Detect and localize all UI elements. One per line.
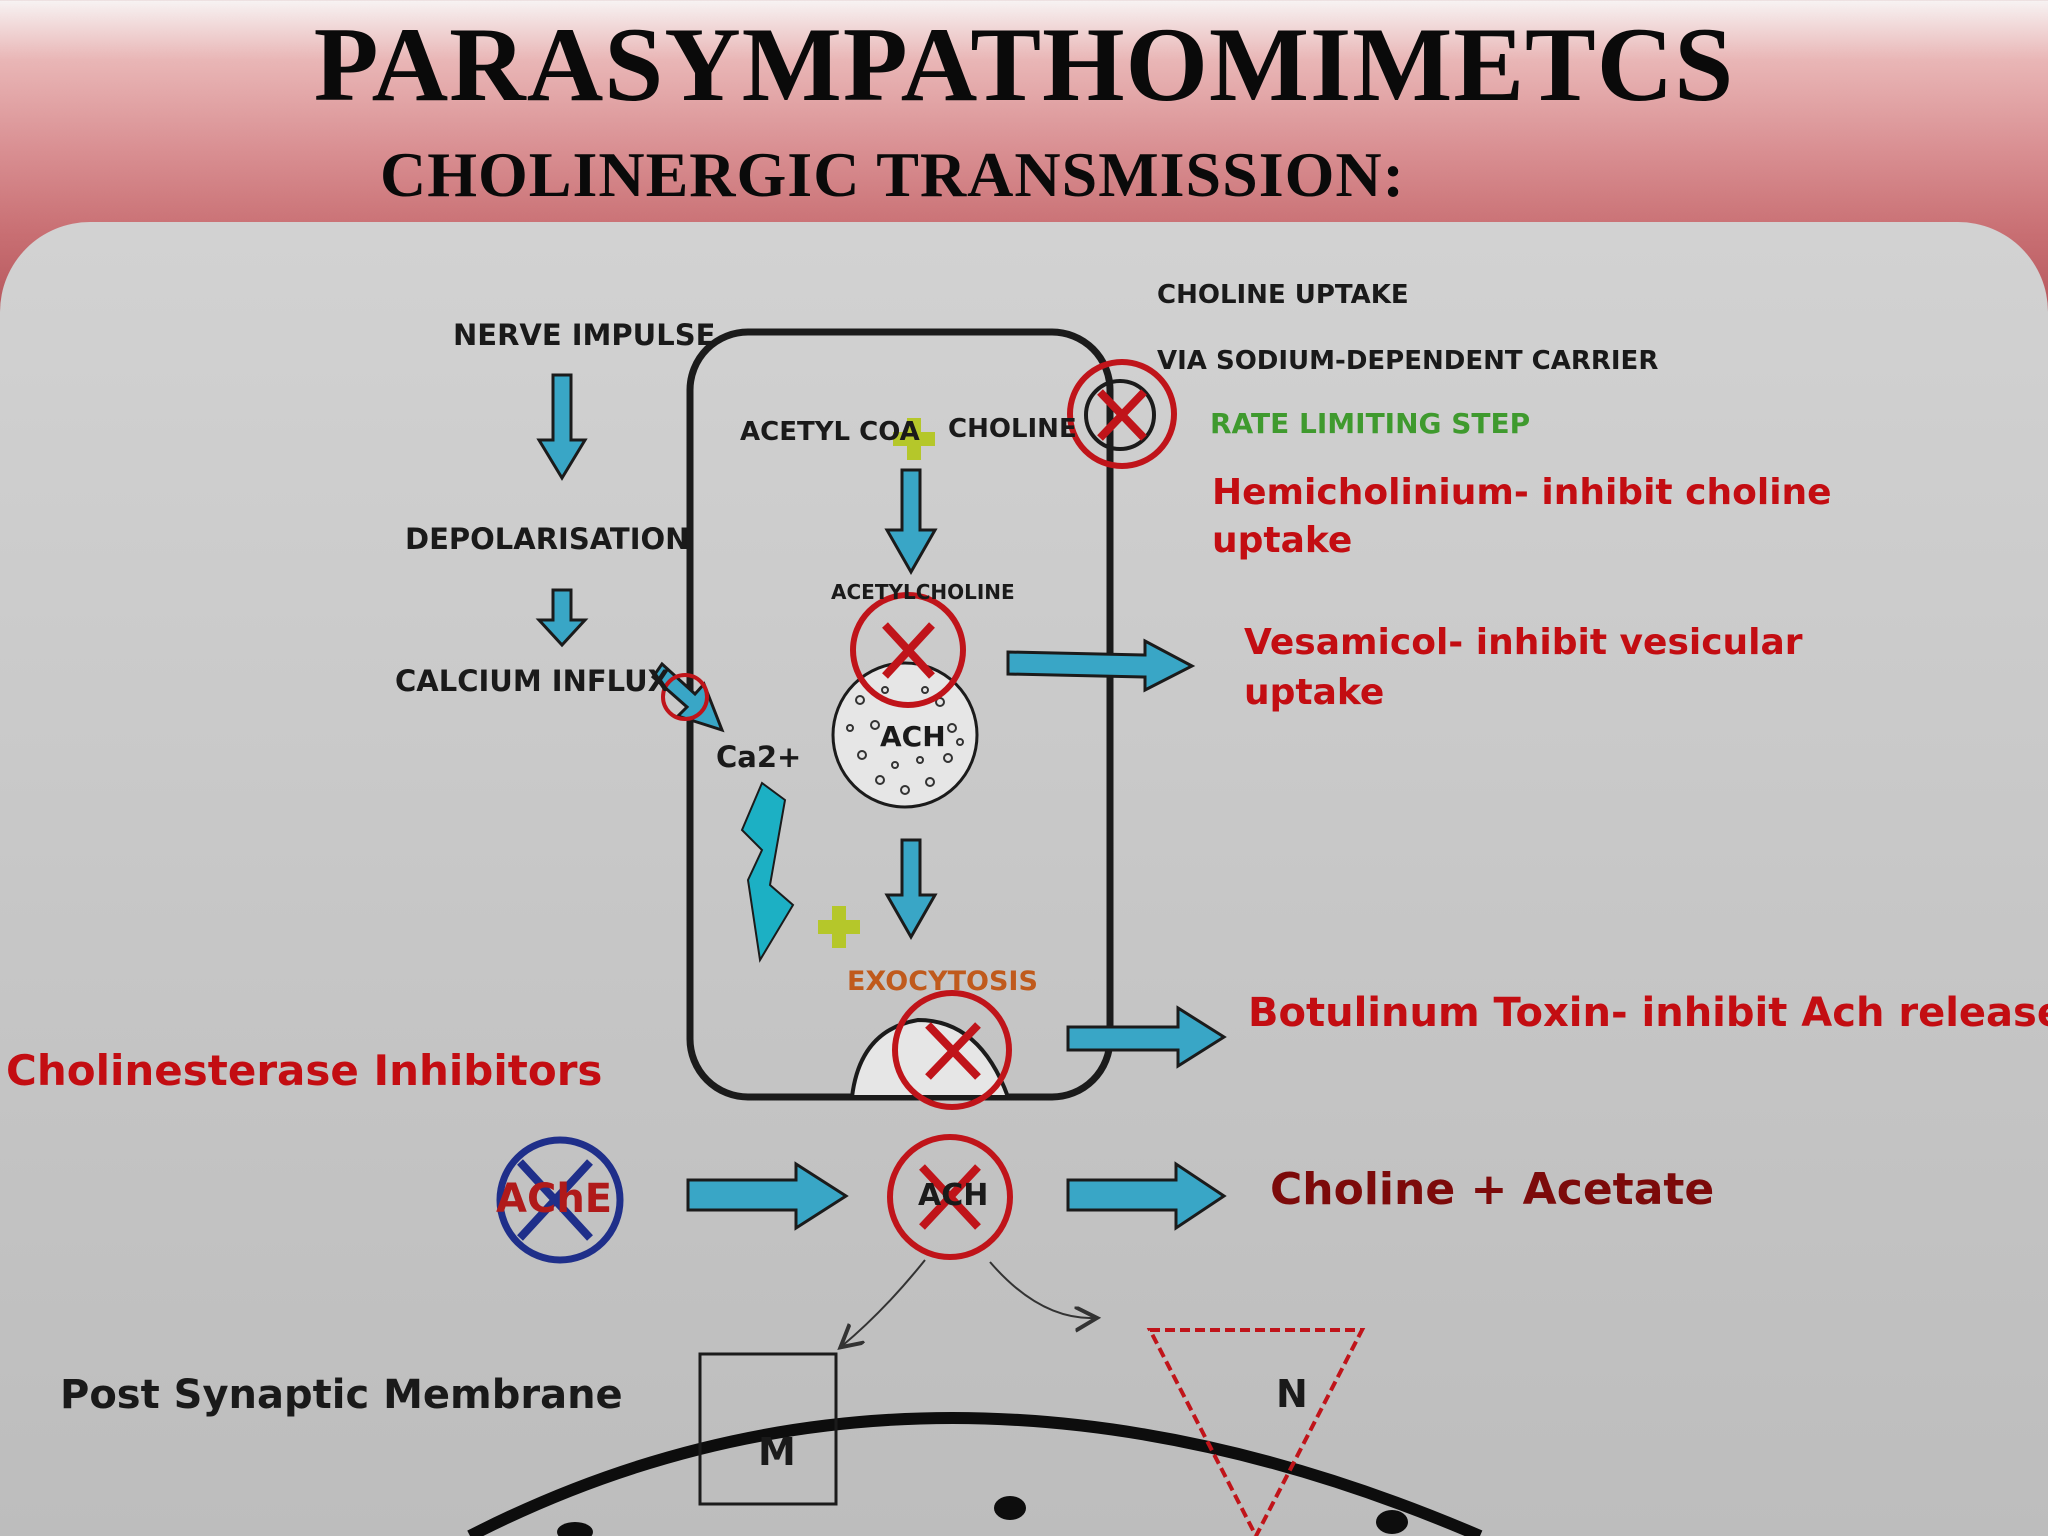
down-arrow-nerve [536,373,588,481]
label-choline: CHOLINE [948,414,1077,444]
label-choline-uptake: CHOLINE UPTAKE [1157,280,1409,310]
label-receptor-m: M [758,1430,796,1474]
slide-subtitle: CHOLINERGIC TRANSMISSION: [380,139,1405,210]
inhibit-choline-uptake [1067,359,1177,469]
label-hemicholinium-line1: Hemicholinium- inhibit choline [1212,472,1832,513]
label-vesamicol-line2: uptake [1244,672,1385,713]
plus-sign-1 [893,418,935,460]
label-botulinum: Botulinum Toxin- inhibit Ach release [1248,990,2048,1036]
label-choline-acetate: Choline + Acetate [1270,1164,1715,1215]
right-arrow-vesamicol [1006,638,1196,693]
inhibit-ach-release [892,990,1012,1110]
curve-arrow-n [989,1261,1095,1318]
label-ache: AChE [496,1176,613,1222]
post-synaptic-membrane [467,1412,1483,1536]
right-arrow-hydrolysis [686,1161,849,1231]
membrane-dot-3 [557,1522,593,1536]
calcium-zigzag [740,781,795,963]
label-cholinesterase-inhibitors: Cholinesterase Inhibitors [6,1046,603,1095]
ache-x [517,1159,593,1241]
plus-sign-2 [818,906,860,948]
label-acetyl-coa: ACETYL COA [740,417,920,447]
ache-circle [496,1136,624,1264]
down-arrow-release [884,838,938,941]
label-carrier: VIA SODIUM-DEPENDENT CARRIER [1157,346,1659,376]
right-arrow-botulinum [1066,1005,1227,1069]
label-rate-limiting: RATE LIMITING STEP [1210,407,1531,440]
inhibit-vesicular-uptake [850,592,966,708]
vesicle-dots [846,686,964,795]
label-depolarisation: DEPOLARISATION [405,522,690,556]
label-ach-cleft: ACH [918,1178,989,1213]
slide-title: PARASYMPATHOMIMETCS [313,6,1735,123]
curve-arrow-m [842,1259,926,1346]
down-arrow-depol [535,588,589,648]
n-receptor-triangle [1146,1328,1366,1536]
label-ach-vesicle: ACH [880,720,946,753]
diagram-panel [0,222,2048,1536]
inhibit-ach-cleft [887,1134,1013,1260]
label-acetylcholine: ACETYLCHOLINE [831,580,1015,604]
membrane-dot-2 [1376,1510,1408,1534]
label-ca2: Ca2+ [716,740,802,774]
label-post-synaptic: Post Synaptic Membrane [60,1372,623,1418]
cholinergic-diagram [467,328,1483,1536]
calcium-inhibit-circle [661,673,709,721]
membrane-dot-1 [994,1496,1026,1520]
label-receptor-n: N [1276,1372,1308,1416]
label-hemicholinium-line2: uptake [1212,520,1353,561]
m-receptor-box [698,1352,838,1506]
right-arrow-products [1066,1161,1227,1231]
label-exocytosis: EXOCYTOSIS [847,966,1038,997]
label-nerve-impulse: NERVE IMPULSE [453,318,716,352]
down-arrow-synthesis [884,468,938,576]
label-calcium-influx: CALCIUM INFLUX [395,664,671,698]
label-vesamicol-line1: Vesamicol- inhibit vesicular [1244,622,1803,663]
